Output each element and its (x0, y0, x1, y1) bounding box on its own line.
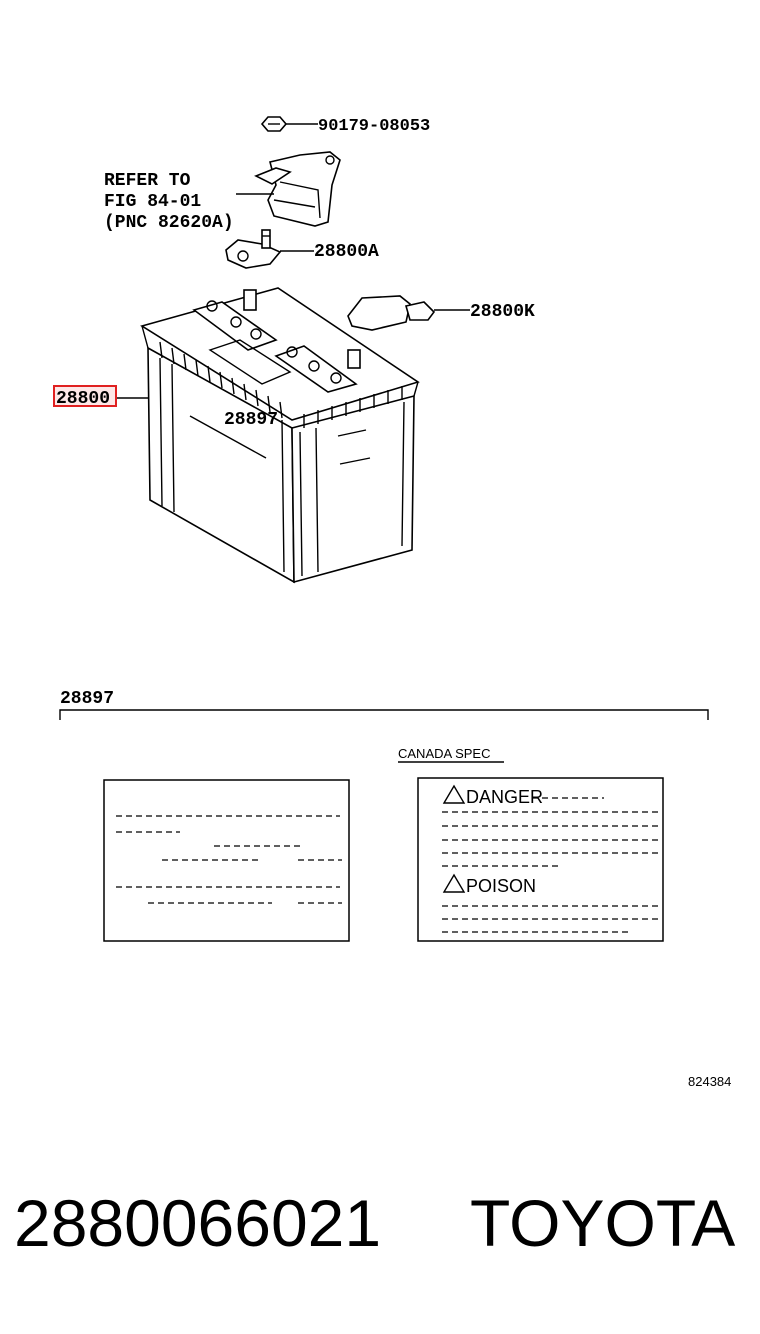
terminal-part (225, 229, 314, 269)
callout-label-on-battery[interactable]: 28897 (224, 410, 278, 430)
callout-terminal[interactable]: 28800A (314, 242, 379, 262)
battery-callout-highlight[interactable] (53, 385, 117, 407)
callout-battery[interactable]: 28800 (56, 389, 110, 409)
callout-refer-line3[interactable]: (PNC 82620A) (104, 213, 234, 233)
danger-text: DANGER (466, 787, 543, 807)
warning-label-left (103, 779, 350, 942)
callout-bolt[interactable]: 90179-08053 (318, 117, 430, 136)
poison-text: POISON (466, 876, 536, 896)
callout-refer-line1: REFER TO (104, 171, 191, 191)
danger-warning-icon (442, 784, 466, 804)
brand-name: TOYOTA (470, 1186, 736, 1260)
battery-clamp-part (254, 151, 341, 227)
bolt-part (260, 116, 318, 132)
callout-refer-line2[interactable]: FIG 84-01 (104, 192, 201, 212)
battery-part (140, 287, 420, 584)
terminal-cover-part (347, 295, 470, 331)
image-reference-number: 824384 (688, 1074, 731, 1089)
label-detail-title[interactable]: 28897 (60, 689, 114, 709)
part-number: 2880066021 (14, 1186, 382, 1260)
callout-cover[interactable]: 28800K (470, 302, 535, 322)
poison-warning-icon (442, 873, 466, 893)
warning-label-right: DANGER POISON (417, 777, 664, 942)
canada-spec-text: CANADA SPEC (398, 746, 490, 761)
label-detail-bracket (59, 709, 709, 720)
